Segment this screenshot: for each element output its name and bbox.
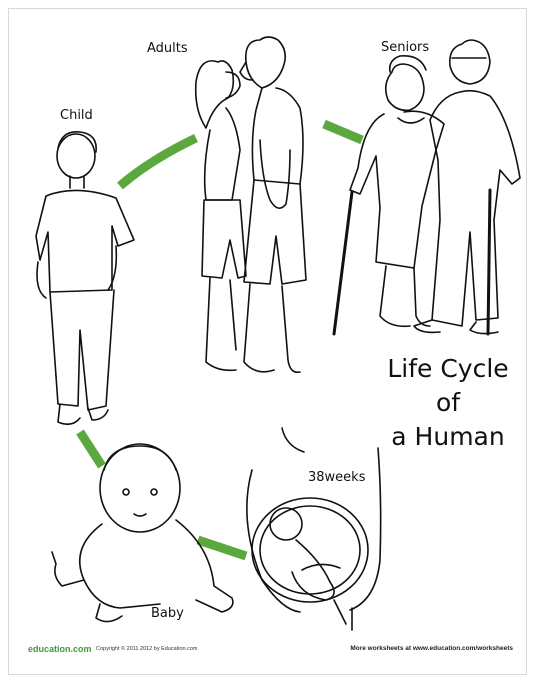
label-baby: Baby xyxy=(151,606,184,621)
baby-figure xyxy=(52,444,233,622)
label-adults: Adults xyxy=(147,41,188,56)
label-seniors: Seniors xyxy=(381,40,429,55)
title-line-3: a Human xyxy=(368,420,528,454)
label-38-weeks: 38weeks xyxy=(308,470,365,485)
label-child: Child xyxy=(60,108,93,123)
fetus-figure xyxy=(247,428,381,630)
arrow-adults-to-seniors xyxy=(324,124,362,140)
education-logo-text[interactable]: education.com xyxy=(28,644,92,654)
arrow-child-to-adults xyxy=(120,138,196,186)
worksheet-footer: education.com Copyright © 2011 2012 by E… xyxy=(8,636,527,666)
worksheet-title: Life Cycle of a Human xyxy=(368,352,528,454)
child-figure xyxy=(36,132,134,424)
title-line-2: of xyxy=(368,386,528,420)
title-line-1: Life Cycle xyxy=(368,352,528,386)
adults-figure xyxy=(196,37,306,372)
seniors-figure xyxy=(334,40,520,334)
copyright-text: Copyright © 2011 2012 by Education.com xyxy=(96,646,197,652)
more-worksheets-link[interactable]: More worksheets at www.education.com/wor… xyxy=(350,645,513,652)
arrow-baby-to-child xyxy=(80,432,102,466)
